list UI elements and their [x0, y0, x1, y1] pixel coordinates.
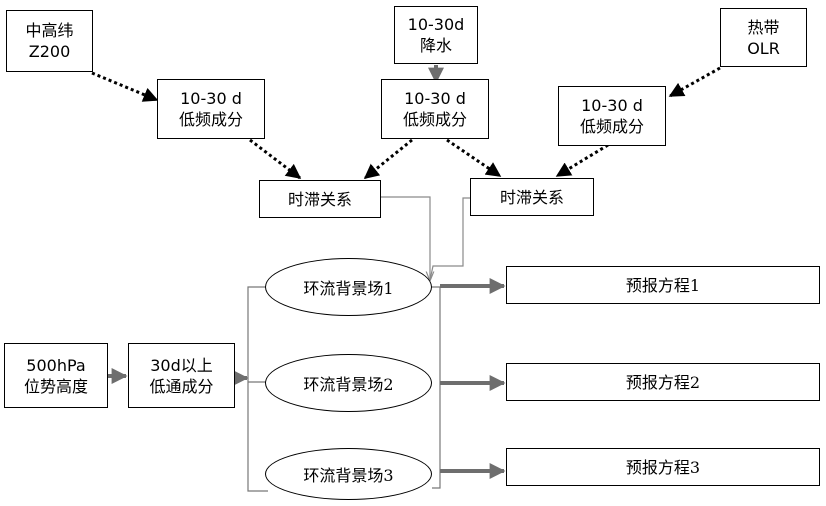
equation-box-1: 预报方程1 — [506, 266, 820, 304]
background-field-1: 环流背景场1 — [265, 258, 432, 316]
height-source-line2: 位势高度 — [24, 376, 88, 397]
input-olr-box: 热带 OLR — [720, 8, 807, 67]
lowpass-line2: 低通成分 — [149, 376, 213, 397]
equation-box-2: 预报方程2 — [506, 363, 820, 401]
input-z200-box: 中高纬 Z200 — [6, 10, 93, 72]
equation-1-label: 预报方程1 — [626, 275, 700, 296]
lowfreq-2-line1: 10-30 d — [404, 88, 466, 109]
input-z200-line2: Z200 — [29, 41, 71, 62]
line-lag2-to-background1 — [430, 198, 470, 280]
lowfreq-3-line1: 10-30 d — [581, 95, 643, 116]
arrow-lowfreq2-to-lag1 — [365, 140, 412, 178]
lowfreq-box-3: 10-30 d 低频成分 — [558, 86, 666, 146]
lowfreq-box-1: 10-30 d 低频成分 — [157, 79, 265, 139]
height-source-line1: 500hPa — [26, 355, 85, 376]
background-field-3-label: 环流背景场3 — [303, 462, 393, 486]
arrow-lowfreq1-to-lag1 — [250, 140, 300, 178]
input-rain-line2: 降水 — [420, 35, 452, 56]
arrow-z200-to-lowfreq1 — [92, 73, 157, 100]
background-field-2: 环流背景场2 — [265, 354, 432, 412]
lowfreq-box-2: 10-30 d 低频成分 — [381, 79, 489, 139]
input-olr-line2: OLR — [747, 38, 780, 59]
lag-box-2: 时滞关系 — [470, 178, 594, 216]
arrow-lowfreq3-to-lag2 — [557, 145, 608, 176]
input-rain-line1: 10-30d — [408, 14, 465, 35]
bracket-left — [248, 287, 268, 491]
background-field-1-label: 环流背景场1 — [303, 275, 393, 299]
lowfreq-3-line2: 低频成分 — [580, 116, 644, 137]
equation-2-label: 预报方程2 — [626, 372, 700, 393]
lag-box-1: 时滞关系 — [259, 180, 381, 218]
equation-3-label: 预报方程3 — [626, 457, 700, 478]
background-field-2-label: 环流背景场2 — [303, 371, 393, 395]
lowpass-line1: 30d以上 — [150, 355, 213, 376]
input-olr-line1: 热带 — [747, 17, 779, 38]
input-rain-box: 10-30d 降水 — [394, 6, 478, 64]
lowfreq-1-line1: 10-30 d — [180, 88, 242, 109]
lowfreq-2-line2: 低频成分 — [403, 109, 467, 130]
height-source-box: 500hPa 位势高度 — [4, 343, 108, 408]
lowfreq-1-line2: 低频成分 — [179, 109, 243, 130]
lag-2-label: 时滞关系 — [500, 187, 564, 208]
input-z200-line1: 中高纬 — [25, 20, 73, 41]
lowpass-box: 30d以上 低通成分 — [128, 343, 235, 408]
arrow-lowfreq2-to-lag2 — [447, 140, 500, 176]
lag-1-label: 时滞关系 — [288, 189, 352, 210]
background-field-3: 环流背景场3 — [265, 448, 432, 500]
arrow-olr-to-lowfreq3 — [670, 68, 720, 96]
equation-box-3: 预报方程3 — [506, 448, 820, 486]
